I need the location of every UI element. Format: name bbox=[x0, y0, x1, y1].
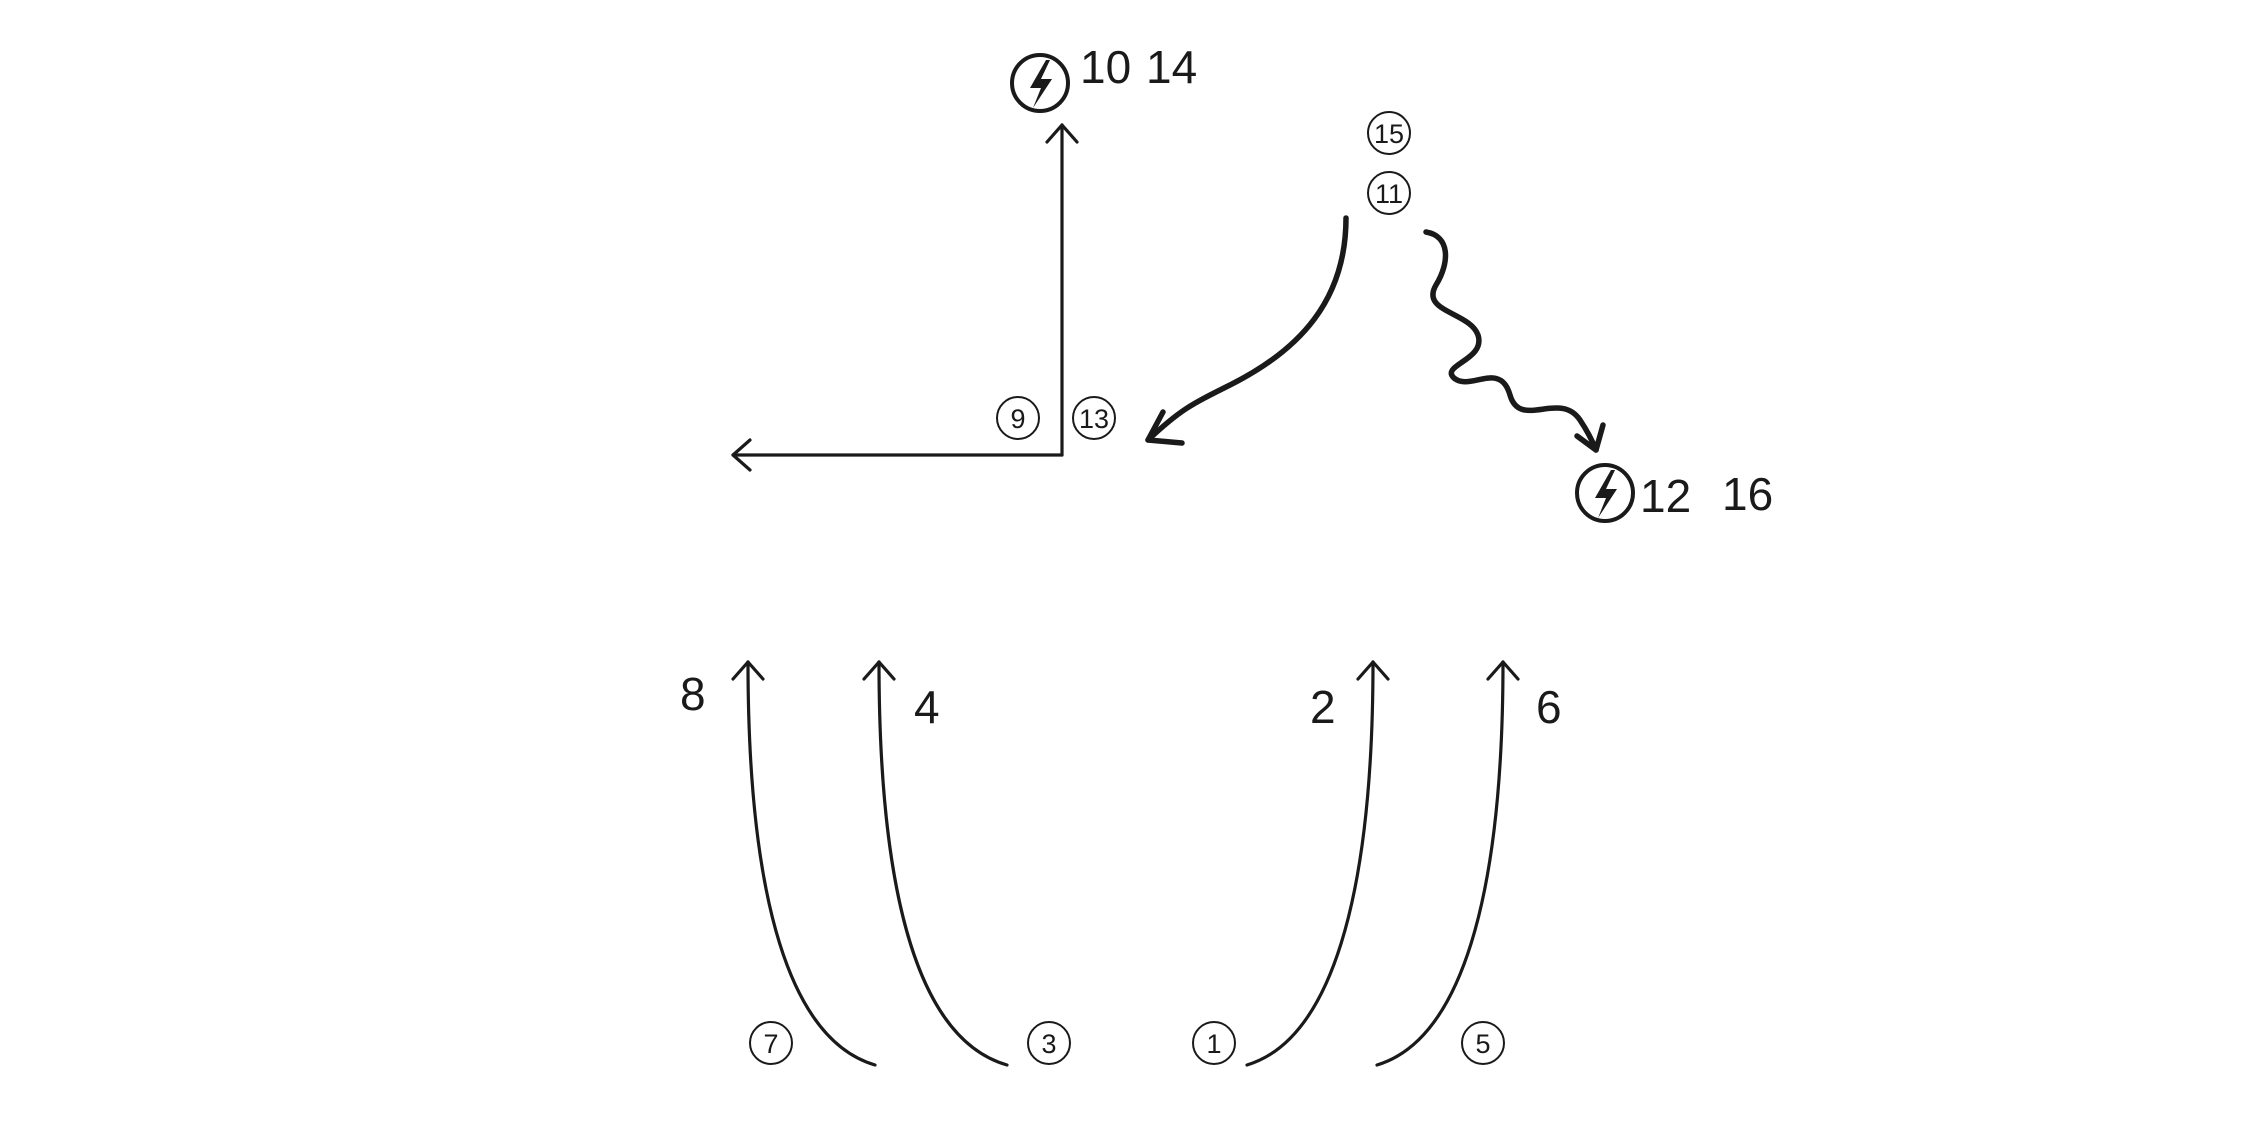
curve-arrow-8-line bbox=[746, 660, 877, 1067]
label-2: 2 bbox=[1310, 681, 1336, 733]
curve-arrow-6-line bbox=[1375, 660, 1505, 1067]
label-8: 8 bbox=[680, 668, 706, 720]
circled-label-3: 3 bbox=[1027, 1021, 1071, 1065]
horizontal-arrow-head bbox=[731, 438, 752, 472]
svg-text:1: 1 bbox=[1206, 1029, 1221, 1059]
svg-text:3: 3 bbox=[1041, 1029, 1056, 1059]
svg-text:11: 11 bbox=[1375, 179, 1403, 209]
circled-label-9: 9 bbox=[996, 396, 1040, 440]
wavy-arrow-head bbox=[1574, 422, 1606, 453]
curve-arrow-2-line bbox=[1245, 660, 1375, 1067]
circled-label-7: 7 bbox=[749, 1021, 793, 1065]
curve-arrow-8-head bbox=[731, 660, 765, 681]
curved-arrow-head bbox=[1145, 409, 1185, 446]
label-10: 10 bbox=[1080, 41, 1131, 93]
curve-arrow-2-head bbox=[1356, 660, 1390, 681]
curve-arrow-4-line bbox=[877, 660, 1009, 1067]
curve-arrow-6-head bbox=[1486, 660, 1520, 681]
lightning-circle-icon bbox=[1010, 53, 1070, 113]
label-4: 4 bbox=[914, 681, 940, 733]
label-16: 16 bbox=[1722, 468, 1773, 520]
label-12: 12 bbox=[1640, 470, 1691, 522]
svg-text:15: 15 bbox=[1374, 119, 1404, 149]
circled-label-5: 5 bbox=[1461, 1021, 1505, 1065]
svg-text:9: 9 bbox=[1010, 404, 1025, 434]
svg-text:5: 5 bbox=[1475, 1029, 1490, 1059]
svg-text:7: 7 bbox=[763, 1029, 778, 1059]
vertical-arrow-head bbox=[1045, 123, 1079, 144]
wavy-arrow-line bbox=[1423, 229, 1599, 453]
svg-text:13: 13 bbox=[1079, 404, 1109, 434]
curved-arrow-line bbox=[1145, 215, 1349, 443]
circled-label-15: 15 bbox=[1367, 111, 1411, 155]
circled-label-1: 1 bbox=[1192, 1021, 1236, 1065]
curve-arrow-4-head bbox=[862, 660, 896, 681]
circled-label-11: 11 bbox=[1367, 171, 1411, 215]
circled-label-13: 13 bbox=[1072, 396, 1116, 440]
label-14: 14 bbox=[1146, 41, 1197, 93]
lightning-circle-icon bbox=[1575, 463, 1635, 523]
label-6: 6 bbox=[1536, 681, 1562, 733]
